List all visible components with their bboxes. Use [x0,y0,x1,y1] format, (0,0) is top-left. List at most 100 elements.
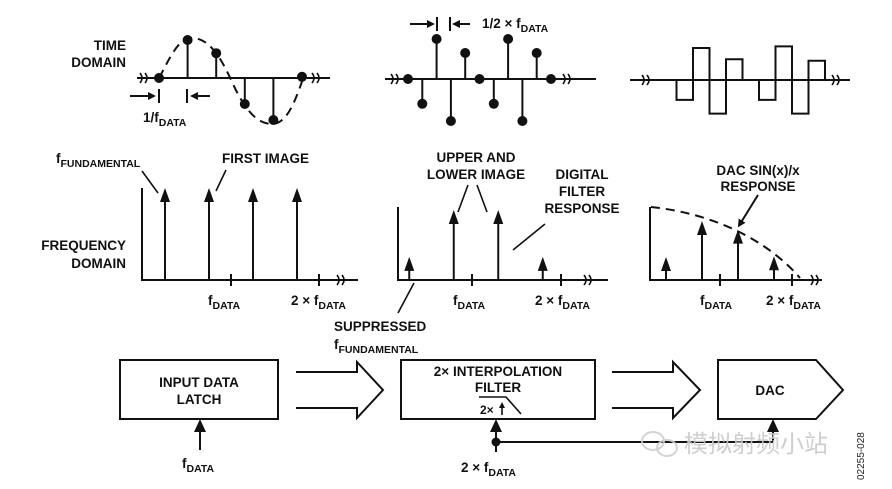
spectral-tone-arrowhead [248,188,258,202]
sine-envelope [158,36,305,126]
data-flow-arrow-2 [612,359,702,421]
block-dac: DAC [496,359,845,443]
latch-label-line2: LATCH [177,392,222,407]
break-icon [562,73,571,85]
spectral-tone-arrowhead [493,210,504,224]
freq-panel-dac-spectrum: fDATA 2 × fDATA DAC SIN(x)/x RESPONSE [649,163,822,312]
filter-label-line1: 2× INTERPOLATION [434,364,562,379]
latch-clock-arrow-icon [194,419,206,432]
tick-label-2fdata: 2 × fDATA [766,293,821,312]
time-panel-dac-output [630,45,850,115]
break-icon [641,74,650,86]
dac-label: DAC [755,383,784,398]
latch-box [119,359,279,420]
spectral-tone-arrowhead [661,256,671,271]
zero-order-hold-waveform [660,45,842,115]
spectral-tone-arrowhead [448,210,459,224]
freq-panel-filtered-spectrum: fDATA 2 × fDATA UPPER AND LOWER IMAGE DI… [334,150,620,356]
sinc-label-line1: DAC SIN(x)/x [716,163,800,178]
break-icon [810,274,819,286]
time-panel-input-samples: 1/fDATA [130,35,330,129]
tick-label-fdata: fDATA [453,293,486,312]
filter-rate-label: 2× [480,403,494,417]
watermark-text: 模拟射频小站 [684,430,828,458]
fundamental-label: fFUNDAMENTAL [56,151,141,170]
break-icon [390,73,399,85]
time-panel-interpolated-samples: 1/2 × fDATA [385,16,596,126]
latch-clock-label: fDATA [182,456,215,475]
break-icon [139,72,148,84]
sample-point [546,74,556,84]
spectral-tone-arrowhead [697,220,707,235]
upper-image-leader [476,184,488,213]
freq-panel-input-spectrum: fDATA 2 × fDATA fFUNDAMENTAL FIRST IMAGE [56,151,358,312]
sample-point [474,74,485,84]
filter-response-leader [512,223,546,251]
sample-point [182,35,193,45]
block-input-data-latch: INPUT DATA LATCH fDATA [119,359,279,475]
fundamental-leader [141,170,159,194]
suppressed-label-line2: fFUNDAMENTAL [334,337,419,356]
images-label-line2: LOWER IMAGE [427,167,525,182]
tick-label-fdata: fDATA [208,293,241,312]
filter-response-label-line1: DIGITAL [556,167,609,182]
sample-point [239,99,250,109]
latch-label-line1: INPUT DATA [159,375,239,390]
sample-point [211,48,222,59]
spectral-tone-arrowhead [769,256,779,271]
lower-image-leader [457,184,469,213]
break-icon [311,72,320,84]
spectral-tone-arrowhead [404,256,415,271]
tick-label-2fdata: 2 × fDATA [291,293,346,312]
first-image-label: FIRST IMAGE [222,151,309,166]
spectral-tone-arrowhead [204,188,214,202]
sample-point [488,98,499,109]
spectral-tone-arrowhead [292,188,302,202]
break-icon [336,274,345,286]
watermark: 模拟射频小站 [641,430,828,458]
spectral-tone-arrowhead [537,256,548,271]
filter-response-label-line3: RESPONSE [544,201,619,216]
sinc-pointer-arrow [737,194,759,228]
filter-clock-label: 2 × fDATA [461,460,516,479]
first-image-leader [215,169,227,192]
time-domain-label-line2: DOMAIN [71,55,126,70]
suppressed-leader [397,282,415,314]
block-interpolation-filter: 2× INTERPOLATION FILTER 2× 2 × fDATA [400,359,596,479]
sinc-label-line2: RESPONSE [720,179,795,194]
spectral-tone-arrowhead [733,229,743,244]
sample-point [417,98,428,109]
tick-label-2fdata: 2 × fDATA [535,293,590,312]
filter-box [400,359,596,420]
spectral-tone-arrowhead [160,188,170,202]
filter-clock-arrow-icon [490,419,502,432]
filter-response-label-line2: FILTER [559,184,605,199]
sample-point [297,71,307,82]
data-flow-arrow-1 [296,359,385,421]
tick-label-fdata: fDATA [700,293,733,312]
sample-point [503,34,514,44]
sample-point [460,48,471,58]
dac-clock-arrow-icon [767,419,779,432]
break-icon [583,274,592,286]
sample-point [517,116,528,126]
freq-domain-label-line1: FREQUENCY [41,238,126,253]
period-label-1: 1/fDATA [143,110,187,129]
lowpass-filter-icon [479,396,522,415]
time-domain-label-line1: TIME [94,38,126,53]
wechat-icon [641,431,678,457]
suppressed-label-line1: SUPPRESSED [334,319,427,334]
half-period-label: 1/2 × fDATA [482,16,549,35]
sample-point [445,116,456,126]
sample-point [268,115,279,125]
row-label-time-domain: TIME DOMAIN [71,38,126,70]
sample-point [154,73,164,83]
sample-point [531,48,542,58]
sample-point [431,34,442,44]
dac-box [717,359,845,420]
upsample-arrow-icon [499,402,505,408]
row-label-frequency-domain: FREQUENCY DOMAIN [41,238,126,271]
sinc-response-curve [650,206,801,279]
figure-id: 02255-028 [856,432,867,480]
